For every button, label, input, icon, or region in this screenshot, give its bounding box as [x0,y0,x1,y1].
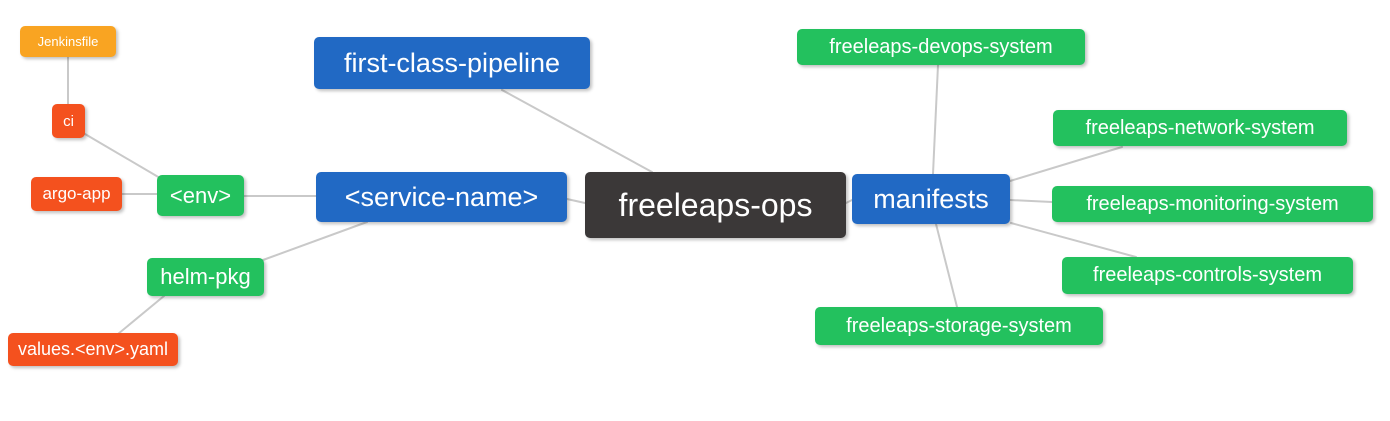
node-freeleaps-monitoring-system[interactable]: freeleaps-monitoring-system [1052,186,1373,222]
edge-manifests-network [1009,146,1123,182]
edge-helm-pkg-values [117,295,165,335]
node-jenkinsfile[interactable]: Jenkinsfile [20,26,116,57]
edge-ci-env [84,133,161,179]
edge-service-name-helm-pkg [262,221,368,261]
edge-root-manifests [845,199,853,204]
edge-manifests-monitoring [1009,199,1053,203]
node-service-name[interactable]: <service-name> [316,172,567,222]
node-helm-pkg[interactable]: helm-pkg [147,258,264,296]
node-first-class-pipeline[interactable]: first-class-pipeline [314,37,590,89]
node-freeleaps-ops-root[interactable]: freeleaps-ops [585,172,846,238]
node-values-env-yaml[interactable]: values.<env>.yaml [8,333,178,366]
node-freeleaps-storage-system[interactable]: freeleaps-storage-system [815,307,1103,345]
edge-manifests-controls [1010,222,1137,258]
edge-pipeline-root [501,89,653,173]
node-freeleaps-controls-system[interactable]: freeleaps-controls-system [1062,257,1353,294]
node-freeleaps-devops-system[interactable]: freeleaps-devops-system [797,29,1085,65]
node-env[interactable]: <env> [157,175,244,216]
node-manifests[interactable]: manifests [852,174,1010,224]
edge-manifests-storage [935,223,958,308]
node-ci[interactable]: ci [52,104,85,138]
node-argo-app[interactable]: argo-app [31,177,122,211]
edge-manifests-devops [932,64,939,175]
node-freeleaps-network-system[interactable]: freeleaps-network-system [1053,110,1347,146]
edge-service-name-root [566,198,586,204]
